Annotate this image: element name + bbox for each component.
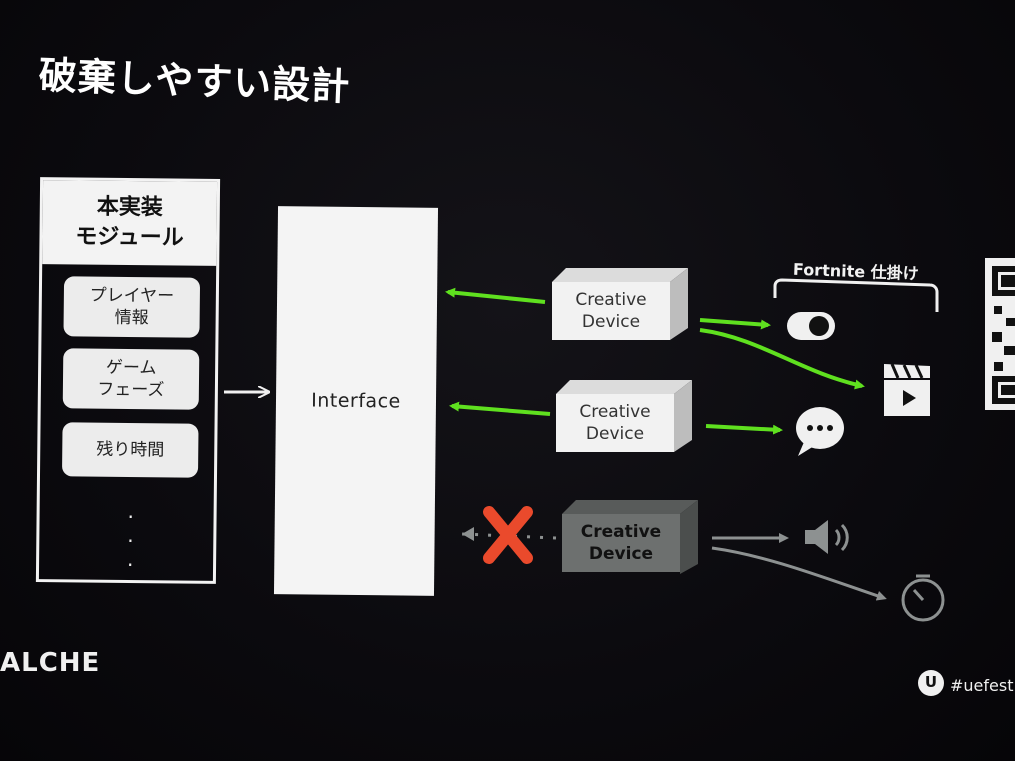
creative-device-3-removed: Creative Device [562, 500, 698, 574]
device-label-line2: Device [588, 544, 654, 564]
cross-icon [483, 506, 533, 564]
device3-disconnected-line [461, 532, 557, 540]
fortnite-bracket [773, 278, 939, 312]
clapperboard-icon [884, 363, 930, 416]
device-3d-edges [552, 268, 688, 340]
timer-icon [901, 574, 945, 622]
device1-to-clapperboard-arrow [699, 328, 865, 390]
ue-logo-icon: U [918, 670, 944, 696]
event-hashtag: #uefest [950, 676, 1014, 695]
device-label-line1: Creative [575, 290, 647, 310]
device-label-line1: Creative [579, 402, 651, 422]
device3-disconnected-arrowhead [462, 527, 474, 541]
device-face: Creative Device [552, 282, 670, 340]
device-label-line2: Device [585, 424, 645, 444]
ue-badge-letter: U [924, 673, 938, 691]
device-3d-edges [562, 500, 698, 574]
device3-to-timer-arrow [711, 546, 887, 601]
qr-code-fragment [985, 258, 1015, 410]
alche-logo: ALCHE [0, 648, 101, 678]
chat-bubble-icon [796, 407, 844, 456]
device1-to-toggle-arrow [699, 318, 771, 330]
device-3d-edges [556, 380, 692, 452]
creative-device-2: Creative Device [556, 380, 692, 452]
device-label-line2: Device [581, 312, 641, 332]
device-label-line1: Creative [580, 522, 662, 542]
speaker-icon [805, 520, 849, 554]
device-face: Creative Device [562, 514, 680, 572]
creative-device-1: Creative Device [552, 268, 688, 340]
device1-to-interface-arrow [445, 287, 546, 304]
device2-to-interface-arrow [449, 401, 551, 416]
toggle-switch-icon [787, 312, 835, 340]
device2-to-chat-arrow [705, 424, 783, 435]
device-face: Creative Device [556, 394, 674, 452]
